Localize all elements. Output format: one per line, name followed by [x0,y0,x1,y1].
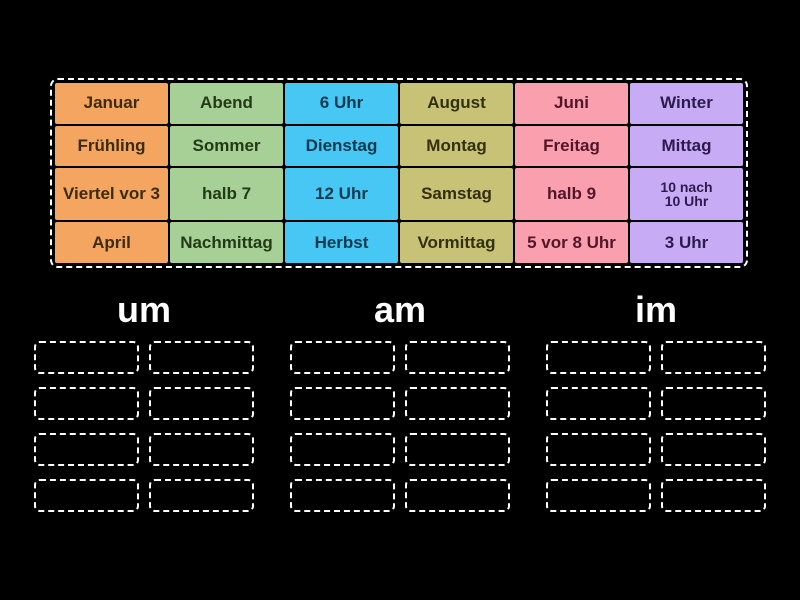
group-header: im [634,289,677,330]
tile-label: Freitag [543,135,600,155]
tile-label: April [92,232,131,252]
empty-slot[interactable] [546,387,651,420]
tile-label: halb 7 [201,184,252,204]
tile-label: Montag [426,135,487,155]
tile-label: Winter [660,93,713,113]
empty-slot[interactable] [34,433,139,466]
tile-label: 12 Uhr [315,184,368,204]
tile[interactable]: Samstag [400,168,513,221]
tile-label: Viertel vor 3 [62,184,161,204]
empty-slot[interactable] [34,341,139,374]
slot-grid [34,341,254,512]
group-am: am [290,292,510,512]
tile-label: Januar [83,93,140,113]
tile[interactable]: Mittag [630,125,743,167]
tile[interactable]: April [55,222,168,263]
group-header: am [373,289,427,330]
empty-slot[interactable] [149,341,254,374]
tile[interactable]: Herbst [285,222,398,263]
empty-slot[interactable] [405,479,510,512]
slot-grid [290,341,510,512]
empty-slot[interactable] [34,387,139,420]
empty-slot[interactable] [661,341,766,374]
empty-slot[interactable] [149,479,254,512]
tile-label: Vormittag [417,232,496,252]
tile-label: Herbst [314,232,369,252]
tile-label: Dienstag [305,135,378,155]
tile-label: Juni [554,93,589,113]
empty-slot[interactable] [661,479,766,512]
tile[interactable]: halb 9 [515,168,628,221]
tile[interactable]: August [400,83,513,124]
empty-slot[interactable] [290,387,395,420]
empty-slot[interactable] [290,433,395,466]
tile-label: 5 vor 8 Uhr [527,232,616,252]
tile-label: Abend [200,93,253,113]
tile[interactable]: Vormittag [400,222,513,263]
empty-slot[interactable] [405,433,510,466]
empty-slot[interactable] [661,387,766,420]
empty-slot[interactable] [34,479,139,512]
empty-slot[interactable] [546,433,651,466]
tile[interactable]: halb 7 [170,168,283,221]
tile[interactable]: 12 Uhr [285,168,398,221]
group-um: um [34,292,254,512]
empty-slot[interactable] [149,433,254,466]
tile-label: 10 nach 10 Uhr [660,178,713,210]
tile[interactable]: 6 Uhr [285,83,398,124]
tile[interactable]: 10 nach 10 Uhr [630,168,743,221]
tile-label: halb 9 [546,184,597,204]
empty-slot[interactable] [405,341,510,374]
tile-label: Sommer [192,135,261,155]
group-im: im [546,292,766,512]
empty-slot[interactable] [290,341,395,374]
empty-slot[interactable] [290,479,395,512]
empty-slot[interactable] [546,479,651,512]
tile-label: August [427,93,486,113]
tile[interactable]: Winter [630,83,743,124]
empty-slot[interactable] [661,433,766,466]
slot-grid [546,341,766,512]
tile[interactable]: Januar [55,83,168,124]
tile-label: Frühling [77,135,146,155]
tile[interactable]: Frühling [55,125,168,167]
tile-label: Samstag [421,184,492,204]
tile[interactable]: Sommer [170,125,283,167]
tile-label: Mittag [661,135,712,155]
tile-label: 3 Uhr [664,232,709,252]
empty-slot[interactable] [405,387,510,420]
tile[interactable]: 5 vor 8 Uhr [515,222,628,263]
group-header: um [117,289,171,330]
tile[interactable]: Abend [170,83,283,124]
tile[interactable]: Juni [515,83,628,124]
tile[interactable]: Viertel vor 3 [55,168,168,221]
empty-slot[interactable] [546,341,651,374]
tile-label: 6 Uhr [319,93,364,113]
tile-label: Nachmittag [180,232,273,252]
tile[interactable]: Montag [400,125,513,167]
tile[interactable]: Nachmittag [170,222,283,263]
tile[interactable]: Dienstag [285,125,398,167]
empty-slot[interactable] [149,387,254,420]
tile[interactable]: Freitag [515,125,628,167]
tile[interactable]: 3 Uhr [630,222,743,263]
